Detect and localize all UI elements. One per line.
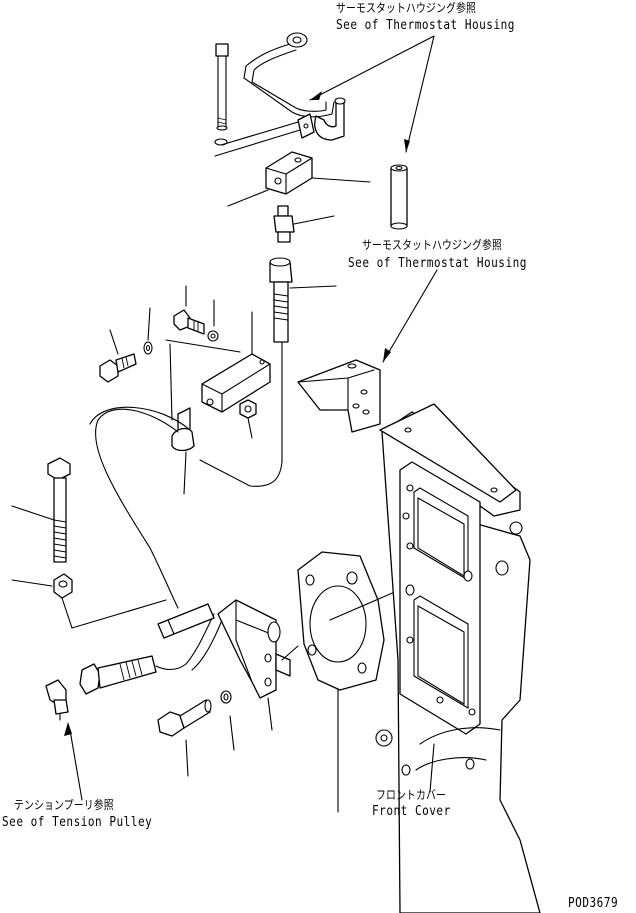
washer-bottom <box>220 690 235 751</box>
front-cover-label-en: Front Cover <box>372 803 451 819</box>
thermostat-housing-label-en-top: See of Thermostat Housing <box>336 17 515 33</box>
long-bolt-left <box>11 457 71 563</box>
lower-bracket <box>217 599 291 731</box>
bolt-small-lower <box>99 329 137 383</box>
thermostat-housing-label-jp-mid: サーモスタットハウジング参照 <box>362 238 503 252</box>
nut-left <box>11 573 167 629</box>
tension-pulley-label-jp: テンションプーリ参照 <box>14 798 114 812</box>
connector-block <box>227 151 371 207</box>
bolt-angled <box>79 655 157 695</box>
small-fitting <box>273 205 335 243</box>
hose-clamp <box>157 603 215 639</box>
long-bolt-top <box>215 43 229 131</box>
washer-top <box>214 119 306 157</box>
threaded-nipple <box>199 257 337 487</box>
drawing-number: POD3679 <box>568 895 619 911</box>
elbow-fitting <box>45 679 83 801</box>
washer-small-lower <box>143 307 153 355</box>
washer-small-upper <box>207 299 219 342</box>
bracket-assembly <box>165 311 271 495</box>
hose-loop <box>89 406 223 671</box>
tension-pulley-label-en: See of Tension Pulley <box>2 814 153 830</box>
bolt-bottom <box>157 699 212 777</box>
spacer-plate <box>281 551 405 813</box>
thermostat-housing-label-jp-top: サーモスタットハウジング参照 <box>336 1 477 15</box>
front-cover-label-jp: フロントカバー <box>376 788 447 802</box>
tube-sleeve <box>390 164 408 230</box>
upper-bracket-plate <box>297 359 381 433</box>
front-cover <box>375 403 541 913</box>
thermostat-leader-lines <box>309 35 438 363</box>
bent-pipe <box>243 32 346 141</box>
bolt-small-upper <box>173 285 205 335</box>
thermostat-housing-label-en-mid: See of Thermostat Housing <box>348 255 527 271</box>
